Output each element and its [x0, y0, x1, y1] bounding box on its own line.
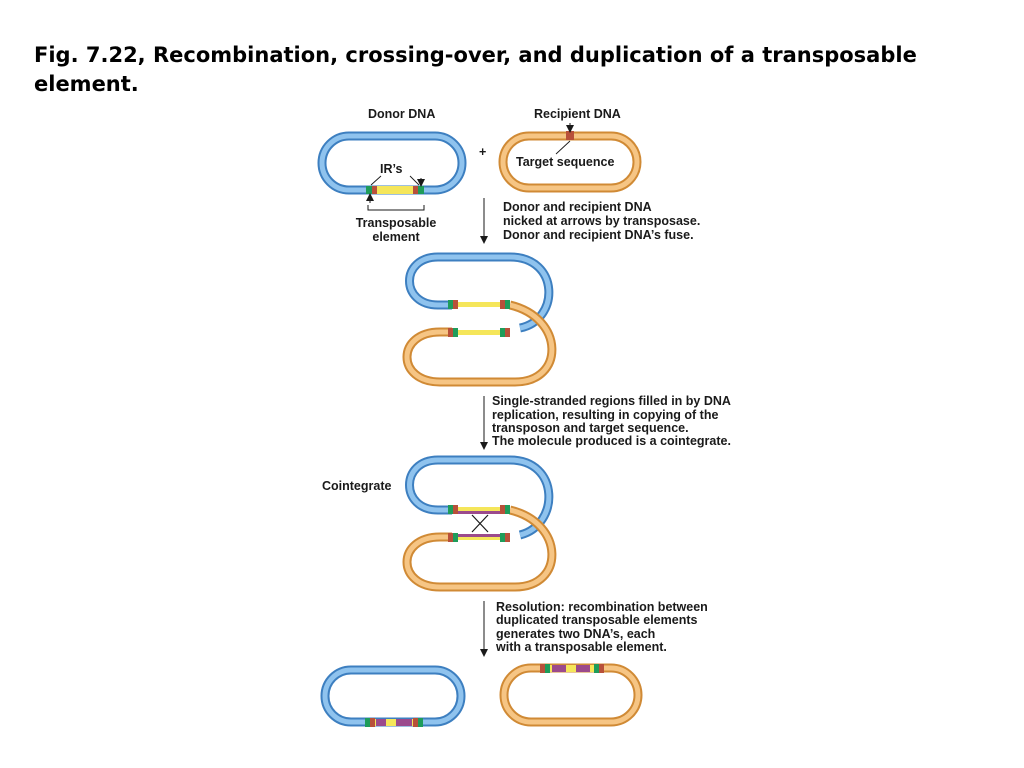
ir-left-pointer	[370, 175, 382, 186]
step1-text-line1: Donor and recipient DNA	[503, 200, 652, 214]
step2-text-line2: replication, resulting in copying of the	[492, 408, 718, 422]
irs-label: IR’s	[380, 162, 403, 176]
recipient-dna-label: Recipient DNA	[534, 107, 621, 121]
plus-sign: +	[479, 145, 486, 159]
step3-text-line1: Resolution: recombination between	[496, 600, 708, 614]
step3-text-line4: with a transposable element.	[495, 640, 667, 654]
target-pointer	[555, 140, 571, 155]
step3-text-line2: duplicated transposable elements	[496, 613, 697, 627]
target-site	[566, 131, 574, 140]
step1-text-line3: Donor and recipient DNA’s fuse.	[503, 228, 694, 242]
step2-text-line3: transposon and target sequence.	[492, 421, 689, 435]
target-sequence-label: Target sequence	[516, 155, 614, 169]
step3-text-line3: generates two DNA’s, each	[496, 627, 655, 641]
transposable-element-label-line1: Transposable	[356, 216, 437, 230]
cointegrate-molecule	[402, 455, 557, 592]
fused-molecule	[402, 252, 557, 387]
figure-title: Fig. 7.22, Recombination, crossing-over,…	[34, 43, 917, 96]
donor-dna-product	[320, 665, 466, 727]
step2-text-line1: Single-stranded regions filled in by DNA	[492, 394, 731, 408]
step1-text-line2: nicked at arrows by transposase.	[503, 214, 700, 228]
donor-transposon	[366, 186, 424, 194]
donor-dna-label: Donor DNA	[368, 107, 435, 121]
step2-text-line4: The molecule produced is a cointegrate.	[492, 434, 731, 448]
transposon-bracket	[367, 205, 425, 211]
cointegrate-label: Cointegrate	[322, 479, 392, 493]
recipient-dna-product	[499, 663, 643, 727]
ir-right-pointer	[409, 175, 420, 186]
transposable-element-label-line2: element	[372, 230, 420, 244]
